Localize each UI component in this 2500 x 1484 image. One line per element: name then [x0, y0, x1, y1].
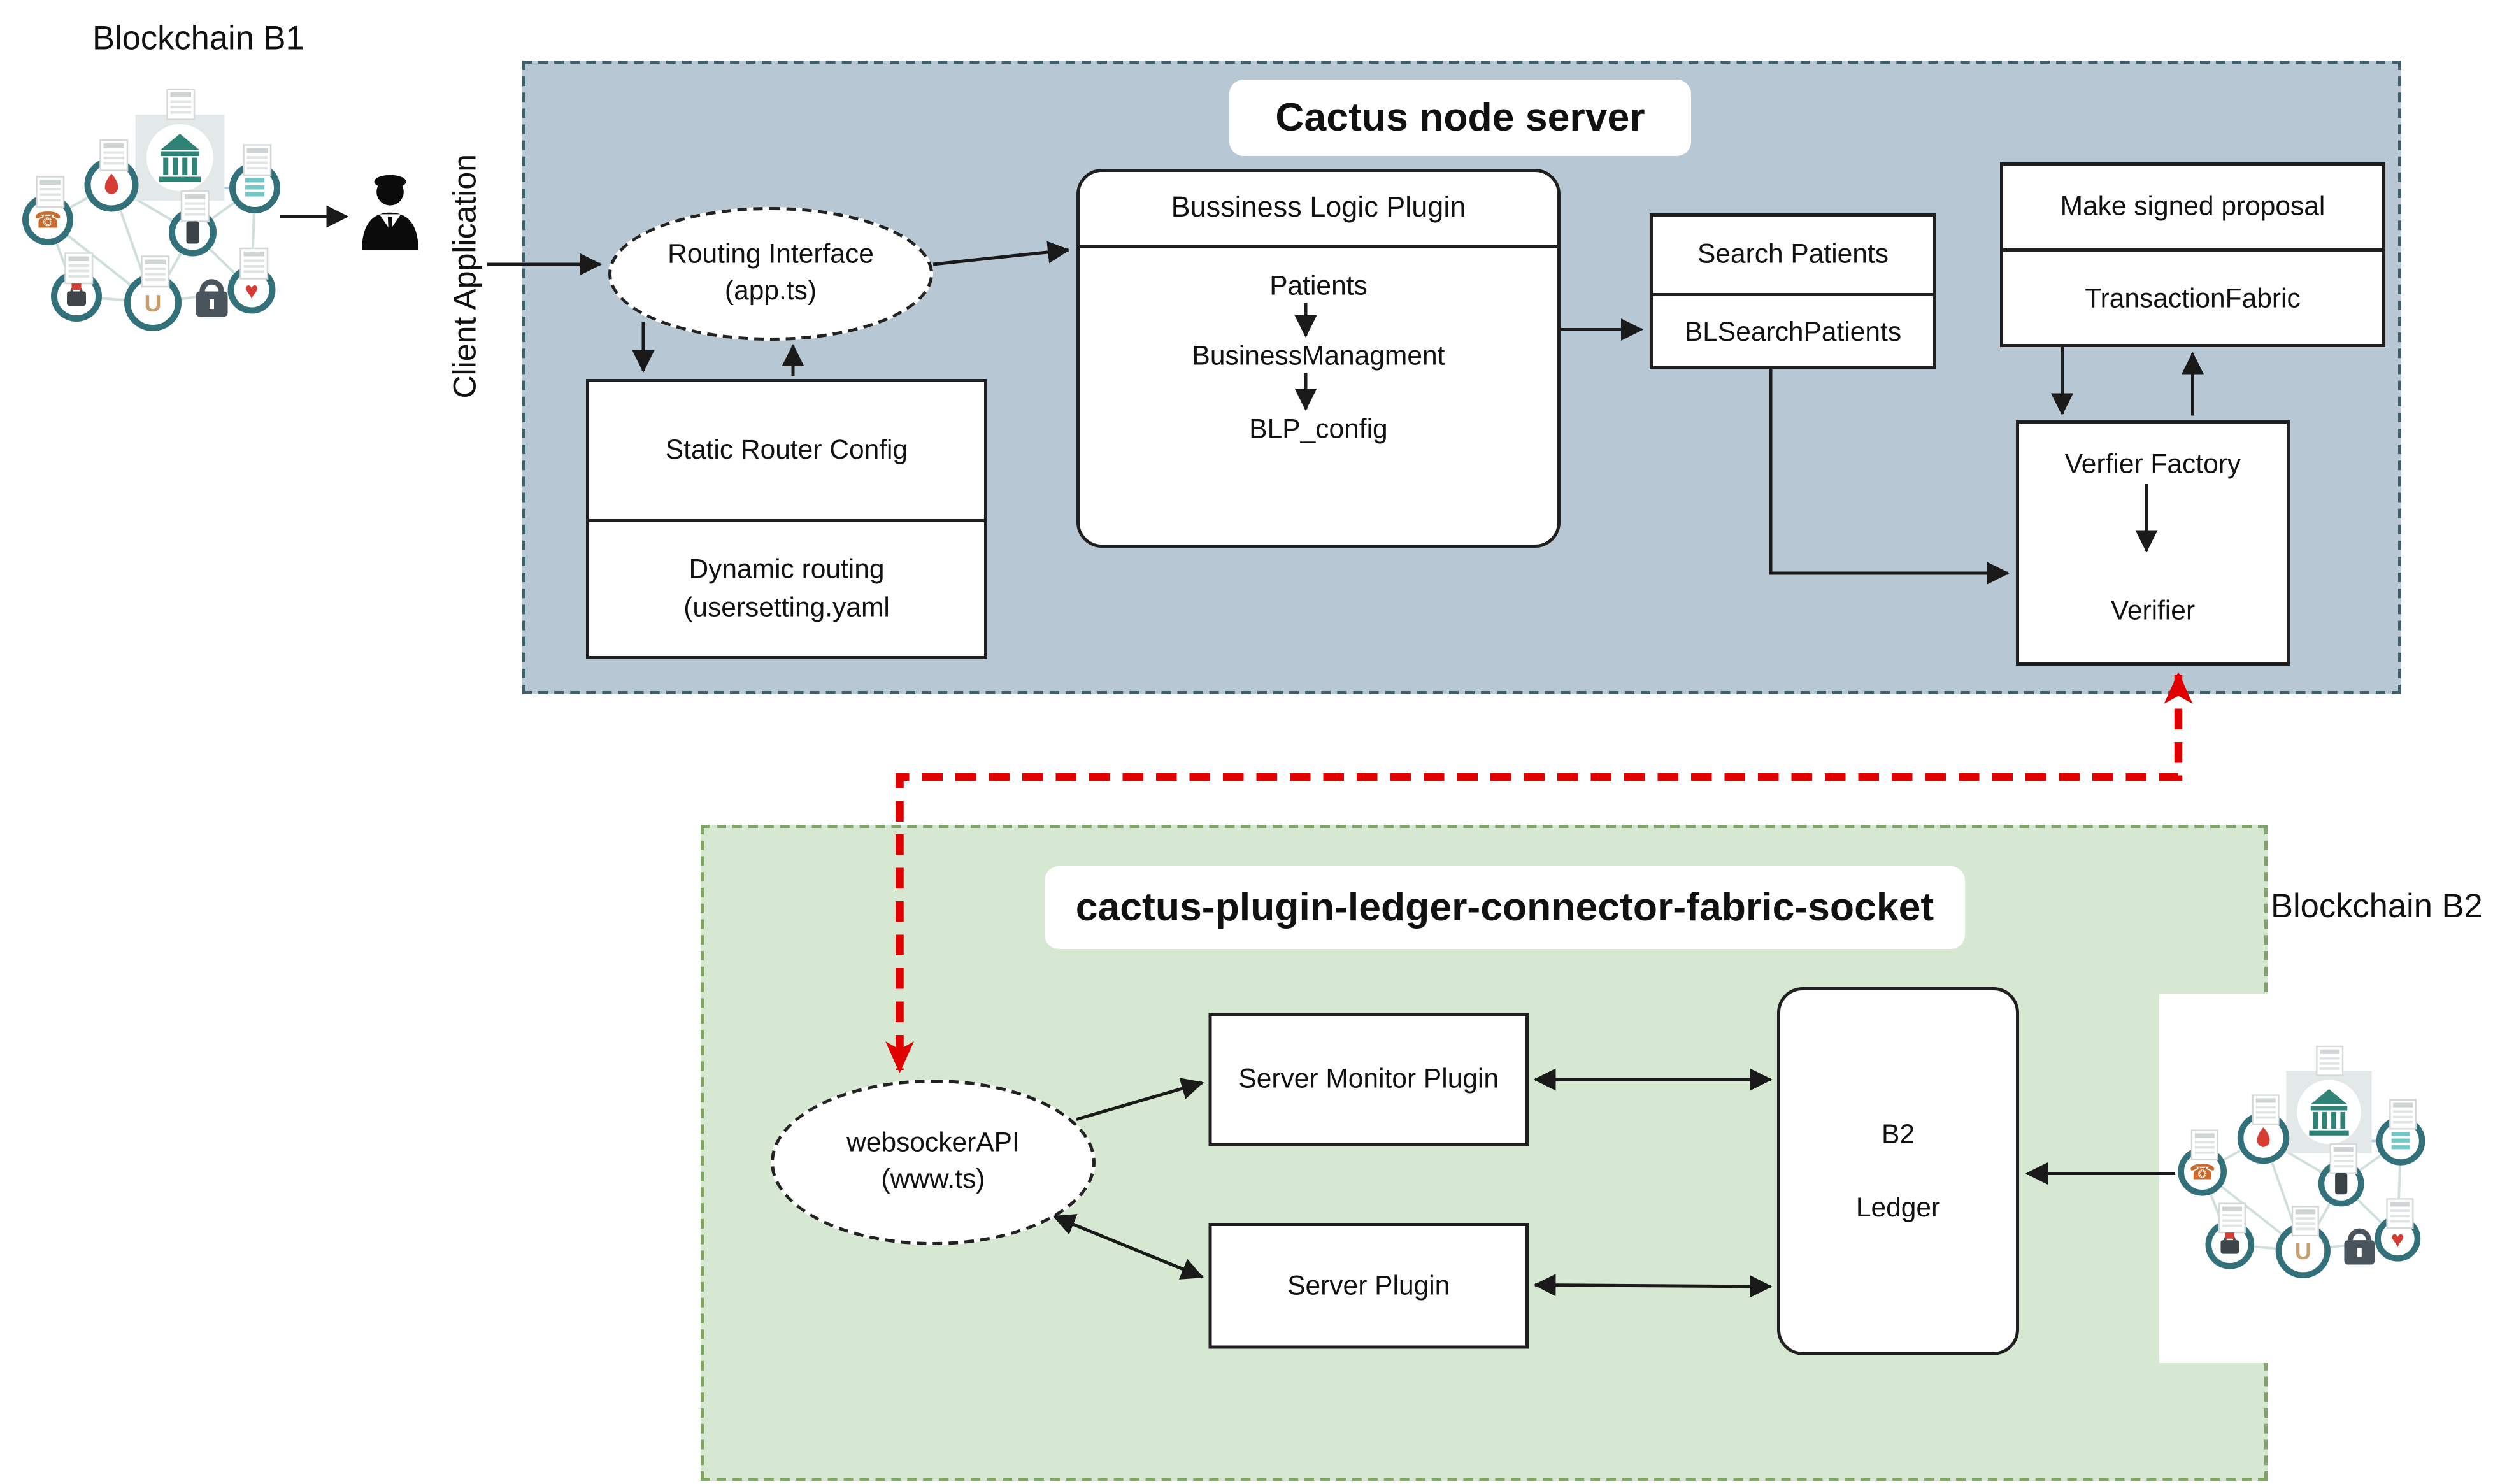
routing-interface-line1: Routing Interface	[668, 239, 874, 269]
b2-ledger-box: B2 Ledger	[1777, 987, 2019, 1355]
verifier-label: Verifier	[2110, 596, 2196, 626]
svg-text:♥: ♥	[245, 277, 259, 304]
websocket-api-line2: (www.ts)	[881, 1164, 985, 1195]
verifier-factory-box: Verfier Factory Verifier	[2016, 420, 2290, 666]
static-router-config-cell: Static Router Config	[665, 434, 908, 466]
svg-text:♥: ♥	[2391, 1226, 2404, 1252]
verifier-factory-label: Verfier Factory	[2064, 449, 2241, 480]
b2-ledger-line2: Ledger	[1855, 1192, 1941, 1222]
search-patients-box: Search Patients BLSearchPatients	[1650, 213, 1936, 369]
flow-business-managment: BusinessManagment	[1192, 341, 1445, 371]
blockchain-b2-network-icon: ☎ U ♥	[2169, 1006, 2497, 1353]
business-logic-plugin-divider	[1080, 245, 1557, 248]
dynamic-routing-line1: Dynamic routing	[689, 554, 885, 585]
client-application-label: Client Application	[448, 153, 483, 399]
business-logic-plugin-title: Bussiness Logic Plugin	[1171, 191, 1466, 223]
server-monitor-plugin-box: Server Monitor Plugin	[1208, 1013, 1529, 1146]
server-monitor-plugin-label: Server Monitor Plugin	[1238, 1064, 1499, 1094]
b2-ledger-cell: B2 Ledger	[1780, 990, 2016, 1352]
signed-proposal-box: Make signed proposal TransactionFabric	[2000, 162, 2385, 347]
business-logic-plugin-box: Bussiness Logic Plugin Patients Business…	[1076, 169, 1561, 548]
routing-interface-line2: (app.ts)	[724, 275, 817, 306]
search-patients-divider	[1653, 293, 1933, 296]
cactus-node-server-title: Cactus node server	[1229, 80, 1691, 156]
blsearchpatients-cell: BLSearchPatients	[1684, 317, 1902, 348]
websocket-api-node: websockerAPI (www.ts)	[771, 1080, 1096, 1245]
server-plugin-label: Server Plugin	[1287, 1269, 1450, 1301]
routing-interface-node: Routing Interface (app.ts)	[608, 207, 933, 341]
b2-ledger-line1: B2	[1881, 1118, 1915, 1149]
svg-text:U: U	[2295, 1238, 2311, 1264]
signed-proposal-divider	[2003, 248, 2382, 252]
svg-text:U: U	[144, 290, 161, 317]
dynamic-routing-cell: Dynamic routing (usersetting.yaml	[589, 522, 984, 656]
blockchain-b1-label: Blockchain B1	[92, 20, 304, 58]
make-signed-proposal-cell: Make signed proposal	[2060, 191, 2325, 222]
flow-patients: Patients	[1269, 271, 1368, 301]
dynamic-routing-line2: (usersetting.yaml	[683, 592, 890, 623]
router-config-box: Static Router Config Dynamic routing (us…	[586, 379, 987, 659]
flow-blp-config: BLP_config	[1249, 414, 1388, 445]
server-plugin-box: Server Plugin	[1208, 1223, 1529, 1349]
svg-text:☎: ☎	[2189, 1160, 2216, 1184]
fabric-socket-title: cactus-plugin-ledger-connector-fabric-so…	[1045, 866, 1965, 949]
blockchain-b1-network-icon: ☎ U ♥	[13, 88, 355, 368]
router-config-divider	[589, 519, 984, 522]
client-person-icon	[357, 172, 424, 252]
transaction-fabric-cell: TransactionFabric	[2085, 283, 2301, 314]
websocket-api-line1: websockerAPI	[846, 1127, 1020, 1158]
search-patients-cell: Search Patients	[1697, 239, 1889, 269]
blockchain-b2-label: Blockchain B2	[2271, 888, 2483, 925]
svg-text:☎: ☎	[34, 208, 62, 233]
